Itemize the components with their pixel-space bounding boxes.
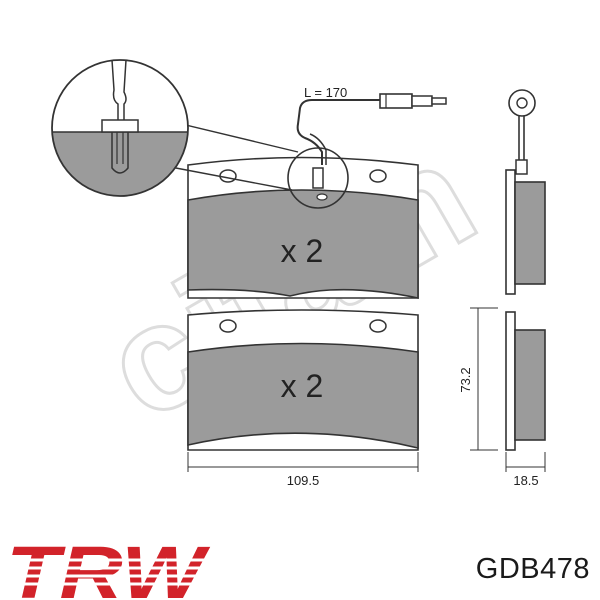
- trw-logo: TRW: [0, 531, 211, 600]
- bottom-pad: x 2: [187, 309, 419, 451]
- thickness-dimension: 18.5: [505, 452, 546, 488]
- bottom-pad-friction-material: [187, 342, 419, 450]
- thickness-dimension-value: 18.5: [513, 473, 538, 488]
- detail-zoom-callout: [51, 59, 299, 197]
- bottom-pad-hole-left: [219, 319, 237, 333]
- top-pad: x 2: [187, 156, 419, 299]
- sensor-detail-marker: [287, 147, 349, 209]
- top-pad-friction-material: [187, 189, 419, 299]
- bottom-pad-hole-right: [369, 319, 387, 333]
- wear-sensor: L = 170: [287, 85, 447, 209]
- part-number: GDB478: [475, 553, 590, 585]
- height-dimension: 73.2: [458, 307, 498, 451]
- top-pad-side-view: [505, 89, 546, 295]
- top-pad-quantity: x 2: [281, 233, 324, 269]
- logo-text: TRW: [6, 531, 211, 600]
- sensor-wire: [296, 99, 380, 165]
- top-pad-hole-left: [219, 169, 237, 183]
- width-dimension-value: 109.5: [287, 473, 320, 488]
- bottom-pad-quantity: x 2: [281, 368, 324, 404]
- bottom-pad-side-view: [505, 311, 546, 451]
- height-dimension-value: 73.2: [458, 367, 473, 392]
- wire-length-label: L = 170: [304, 85, 347, 100]
- detail-zoom-circle: [51, 59, 189, 197]
- width-dimension: 109.5: [187, 452, 419, 488]
- sensor-plug: [379, 93, 413, 109]
- top-pad-hole-right: [369, 169, 387, 183]
